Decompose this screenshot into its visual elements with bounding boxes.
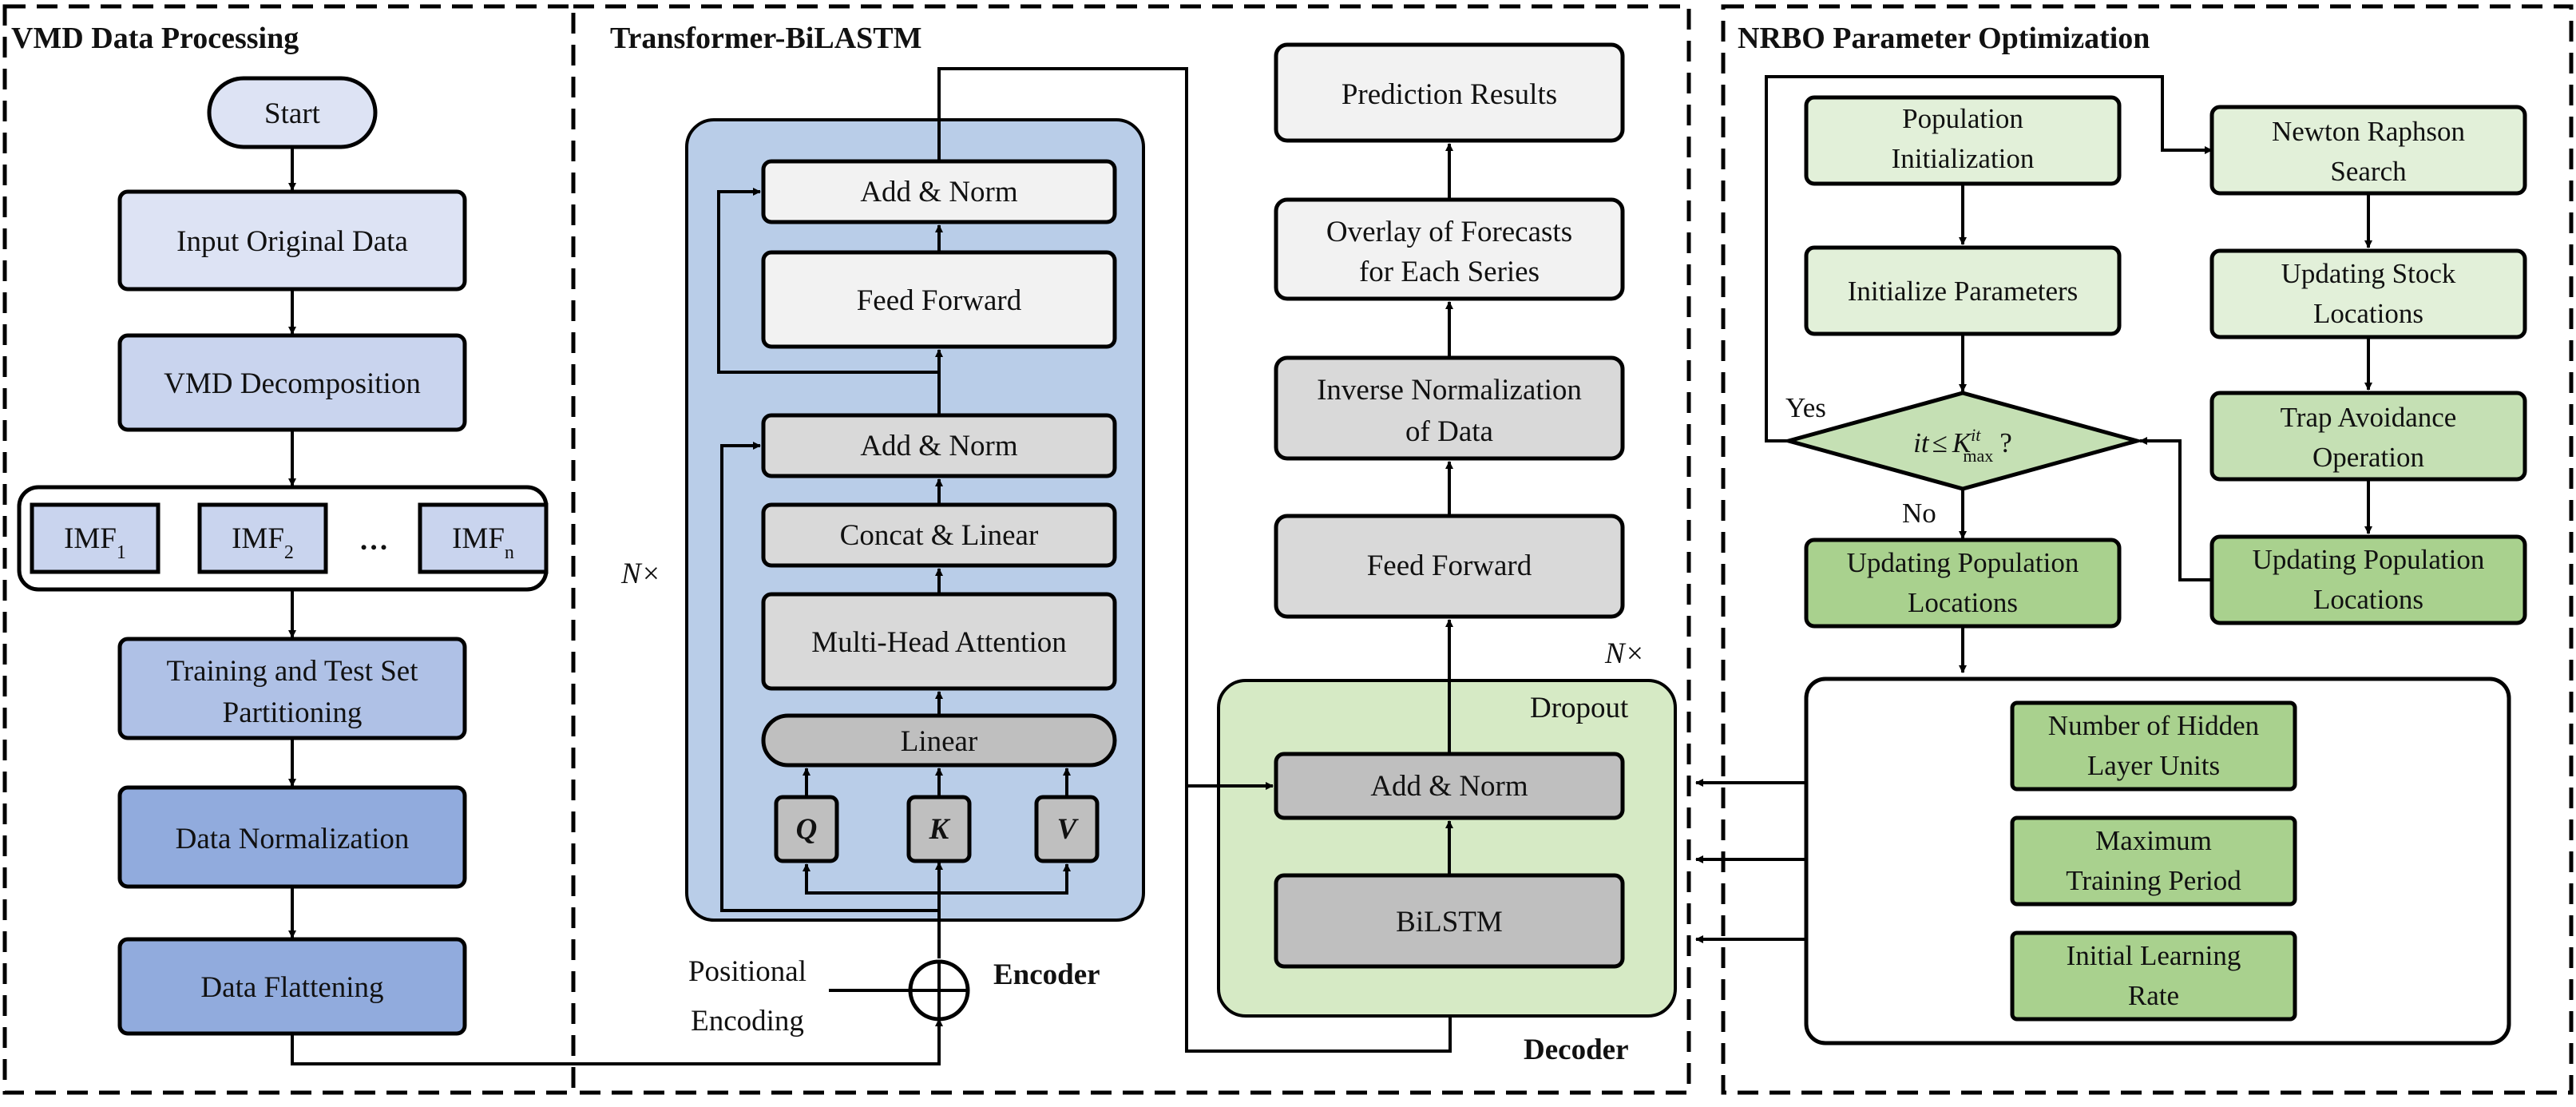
vmd-flow: Start Input Original Data VMD Decomposit… (17, 76, 549, 1036)
vmd-decomposition-label: VMD Decomposition (164, 367, 421, 400)
imf-n-box (418, 502, 549, 574)
encoder-add-norm-top-label: Add & Norm (860, 176, 1018, 208)
overlay-forecasts-line1: Overlay of Forecasts (1326, 216, 1572, 248)
update-population-left-line1: Updating Population (1847, 547, 2079, 578)
decoder-add-norm-label: Add & Norm (1370, 770, 1528, 803)
partitioning-label-line2: Partitioning (223, 696, 363, 729)
trap-avoidance-line2: Operation (2312, 442, 2424, 473)
nrbo-section-frame (1721, 4, 2574, 1095)
query-label: Q (796, 813, 818, 846)
max-training-box (2010, 815, 2297, 907)
imf-1-label: IMF1 (64, 522, 126, 563)
max-training-line2: Training Period (2066, 865, 2241, 896)
no-label: No (1902, 498, 1936, 529)
transformer-section-frame (571, 4, 1691, 1095)
inverse-normalization-line1: Inverse Normalization (1317, 374, 1582, 407)
newton-raphson-line2: Search (2330, 156, 2407, 187)
data-normalization-label: Data Normalization (176, 823, 410, 855)
max-training-line1: Maximum (2095, 825, 2212, 856)
imf-n-label: IMFn (452, 522, 514, 563)
population-init-line2: Initialization (1892, 143, 2035, 174)
positional-encoding-line1: Positional (688, 955, 806, 988)
encoder-label: Encoder (993, 958, 1100, 991)
encoder-concat-linear-label: Concat & Linear (840, 519, 1039, 552)
inverse-normalization-line2: of Data (1405, 415, 1493, 448)
value-label: V (1057, 813, 1080, 846)
nrbo-section-title: NRBO Parameter Optimization (1738, 22, 2150, 55)
imf-2-label: IMF2 (232, 522, 294, 563)
imf-ellipsis: … (359, 524, 389, 557)
imf-2-box (197, 502, 328, 574)
flatten-to-encoder-connector (291, 1018, 943, 1065)
start-label: Start (264, 97, 321, 130)
learning-rate-line1: Initial Learning (2067, 940, 2241, 971)
key-label: K (929, 813, 951, 846)
encoder-mha-label: Multi-Head Attention (811, 626, 1067, 659)
encoder-linear-label: Linear (901, 725, 978, 758)
overlay-forecasts-line2: for Each Series (1359, 256, 1540, 288)
newton-raphson-line1: Newton Raphson (2272, 116, 2465, 147)
partitioning-label-line1: Training and Test Set (166, 655, 418, 688)
input-original-data-label: Input Original Data (176, 225, 408, 258)
update-population-right-line1: Updating Population (2253, 544, 2485, 575)
update-population-left-line2: Locations (1908, 587, 2018, 618)
bilstm-label: BiLSTM (1396, 906, 1503, 938)
decoder-feed-forward-label: Feed Forward (1367, 550, 1532, 582)
update-population-right-line2: Locations (2313, 584, 2423, 615)
encoder-repeat-label: N× (620, 557, 661, 590)
yes-label: Yes (1785, 392, 1826, 423)
encoder-add-norm-mid-label: Add & Norm (860, 430, 1018, 462)
population-init-line1: Population (1902, 103, 2023, 134)
nrbo-flow: Population Initialization Initialize Par… (1695, 75, 2527, 1046)
hidden-units-line2: Layer Units (2087, 750, 2220, 781)
encoder-block: Add & Norm Feed Forward Add & Norm Conca… (620, 67, 1454, 1053)
updating-stock-line2: Locations (2313, 298, 2423, 329)
decoder-repeat-label: N× (1604, 637, 1645, 670)
learning-rate-line2: Rate (2128, 980, 2179, 1011)
transformer-section-title: Transformer-BiLASTM (610, 22, 922, 55)
encoder-feed-forward-label: Feed Forward (857, 284, 1022, 317)
hidden-units-line1: Number of Hidden (2048, 710, 2259, 741)
decoder-label: Decoder (1524, 1034, 1629, 1066)
prediction-results-label: Prediction Results (1342, 78, 1557, 111)
vmd-section-title: VMD Data Processing (11, 22, 299, 55)
prediction-results-box (1274, 42, 1625, 143)
positional-encoding-line2: Encoding (691, 1005, 804, 1038)
data-flattening-label: Data Flattening (200, 971, 383, 1004)
dropout-label: Dropout (1530, 692, 1629, 724)
updating-stock-line1: Updating Stock (2281, 258, 2456, 289)
decoder-block: Prediction Results Overlay of Forecasts … (1187, 42, 1677, 1066)
hidden-units-box (2010, 700, 2297, 792)
initialize-params-label: Initialize Parameters (1848, 276, 2079, 307)
learning-rate-box (2010, 930, 2297, 1022)
vmd-section-frame (2, 4, 576, 1095)
imf-1-box (30, 502, 161, 574)
trap-avoidance-line1: Trap Avoidance (2281, 402, 2457, 433)
